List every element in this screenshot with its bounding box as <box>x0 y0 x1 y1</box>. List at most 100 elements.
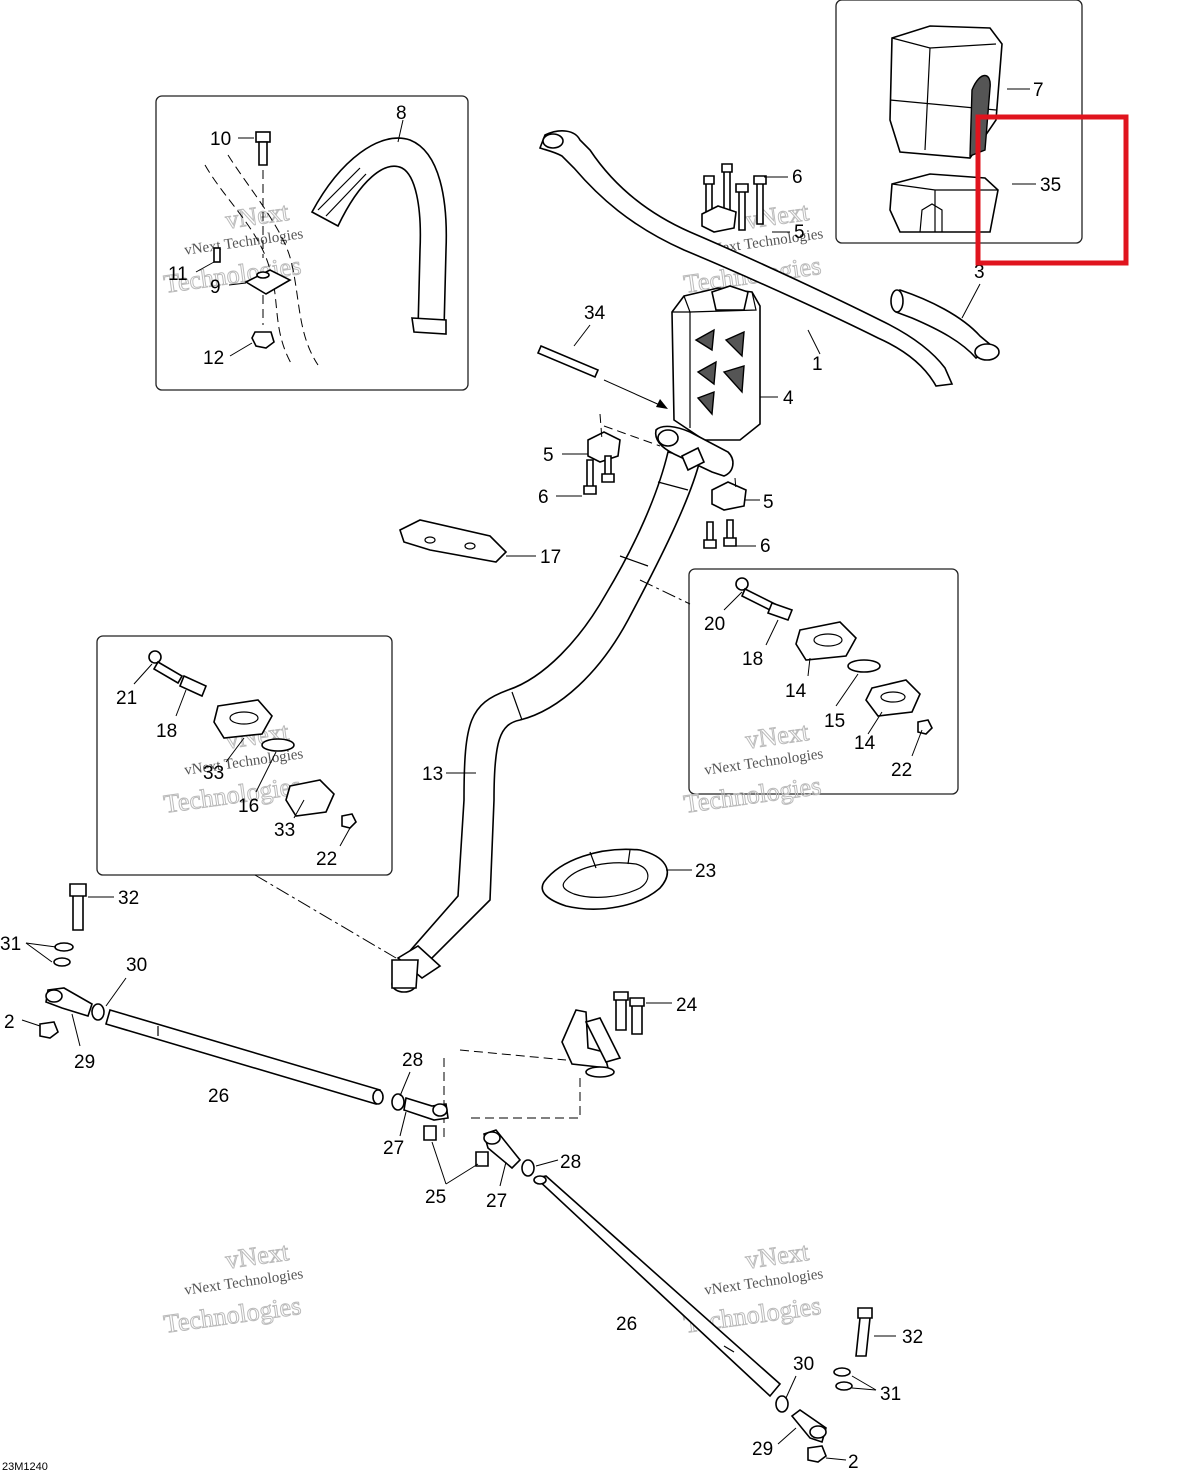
callout-29: 29 <box>74 1052 95 1073</box>
part-18-sleeve-detail-left <box>178 674 208 698</box>
part-11-pin <box>213 247 221 263</box>
watermark: vNext vNext Technologies Technologies <box>161 1236 304 1339</box>
callout-11: 11 <box>168 264 188 285</box>
callout-24: 24 <box>676 995 698 1016</box>
callout-8: 8 <box>396 103 407 124</box>
part-32-bolt-left <box>69 883 87 931</box>
callout-22: 22 <box>891 760 912 781</box>
part-10-bolt <box>255 131 271 258</box>
callout-34: 34 <box>584 303 606 324</box>
part-5-clamp-left <box>587 431 621 463</box>
part-33-clamp-upper <box>213 699 273 739</box>
callout-29: 29 <box>752 1439 773 1460</box>
callout-14: 14 <box>854 733 876 754</box>
part-2-nut-right <box>807 1445 827 1463</box>
callout-14: 14 <box>785 681 807 702</box>
callout-12: 12 <box>203 348 224 369</box>
part-28-jam-nut-center-left <box>391 1093 405 1111</box>
part-33-clamp-lower <box>285 779 335 817</box>
callout-26: 26 <box>208 1086 229 1107</box>
callout-28: 28 <box>560 1152 581 1173</box>
leader-stem-clamp <box>599 413 737 491</box>
callout-23: 23 <box>695 861 716 882</box>
part-15-ring <box>847 659 881 673</box>
part-32-bolt-right <box>855 1307 873 1357</box>
callout-4: 4 <box>783 388 794 409</box>
part-22-nut-detail-right <box>917 719 933 735</box>
callout-10: 10 <box>210 129 231 150</box>
part-7-handlebar-cover <box>889 25 1003 159</box>
callout-2: 2 <box>4 1012 15 1033</box>
part-31-washers-left <box>53 942 74 967</box>
part-26-tie-rod-left <box>105 1009 384 1105</box>
part-24-bracket <box>561 1009 622 1078</box>
callout-5: 5 <box>763 492 774 513</box>
part-25-spacers <box>423 1125 489 1167</box>
part-16-ring <box>261 738 295 752</box>
part-21-bolt <box>148 650 184 685</box>
part-14-clamp-lower <box>865 679 921 717</box>
leader-lines <box>21 88 1036 1461</box>
part-28-jam-nut-center-right <box>521 1159 535 1177</box>
callout-22: 22 <box>316 849 337 870</box>
callout-30: 30 <box>126 955 147 976</box>
callout-3: 3 <box>974 262 985 283</box>
phantom-tube <box>204 154 319 366</box>
callout-5: 5 <box>543 445 554 466</box>
part-12-nut <box>251 331 275 349</box>
callout-27: 27 <box>383 1138 404 1159</box>
part-26-tie-rod-right <box>533 1175 782 1398</box>
callout-28: 28 <box>402 1050 423 1071</box>
part-30-jam-nut-left <box>91 1003 105 1021</box>
part-27-rod-end-center-right <box>483 1129 522 1170</box>
watermark-text-2: Technologies <box>682 771 823 819</box>
part-20-bolt-detail-right <box>735 577 777 613</box>
part-5-clamp-right <box>711 481 747 511</box>
part-5-clamp-top <box>701 205 737 233</box>
detail-box-top-left <box>155 95 469 391</box>
callout-18: 18 <box>156 721 177 742</box>
callout-32: 32 <box>902 1327 923 1348</box>
detail-box-top-right <box>835 0 1083 244</box>
part-3-tube <box>890 288 1000 361</box>
callout-13: 13 <box>422 764 443 785</box>
part-31-washers-right <box>833 1367 853 1391</box>
callout-18: 18 <box>742 649 763 670</box>
arrow-34-to-4 <box>603 379 668 409</box>
part-4-steering-stem <box>671 285 761 441</box>
part-29-rod-end-left <box>45 987 93 1017</box>
callout-15: 15 <box>824 711 845 732</box>
detail-box-right <box>688 568 959 795</box>
detail-box-left <box>96 635 393 876</box>
callout-31: 31 <box>0 934 21 955</box>
callout-25: 25 <box>425 1187 446 1208</box>
part-17-plate <box>399 519 508 563</box>
callout-30: 30 <box>793 1354 814 1375</box>
part-18-sleeve-detail-right <box>766 601 794 622</box>
callout-2: 2 <box>848 1452 859 1473</box>
callout-16: 16 <box>238 796 259 817</box>
part-34-rod <box>536 344 600 379</box>
callout-31: 31 <box>880 1384 901 1405</box>
part-29-rod-end-right <box>790 1409 827 1444</box>
part-13-steering-column <box>391 425 734 993</box>
part-6-bolts-top <box>703 163 767 231</box>
part-24-bolts <box>613 991 645 1035</box>
leader-detail-right <box>639 579 691 605</box>
part-27-rod-end-center-left <box>403 1096 449 1121</box>
callout-26: 26 <box>616 1314 637 1335</box>
part-2-nut-left <box>39 1021 59 1039</box>
part-6-bolts-left <box>583 455 615 495</box>
callout-1: 1 <box>812 354 823 375</box>
part-6-bolts-right <box>703 519 737 549</box>
diagram-code: 23M1240 <box>2 1461 48 1473</box>
leader-bracket <box>443 1049 581 1140</box>
part-14-clamp-upper <box>795 621 857 661</box>
callout-5: 5 <box>794 222 805 243</box>
part-23-boot <box>541 848 669 910</box>
callout-6: 6 <box>538 487 549 508</box>
watermark: vNext vNext Technologies Technologies <box>681 716 824 819</box>
part-8-grip <box>310 137 448 335</box>
part-1-handlebar <box>538 130 954 387</box>
